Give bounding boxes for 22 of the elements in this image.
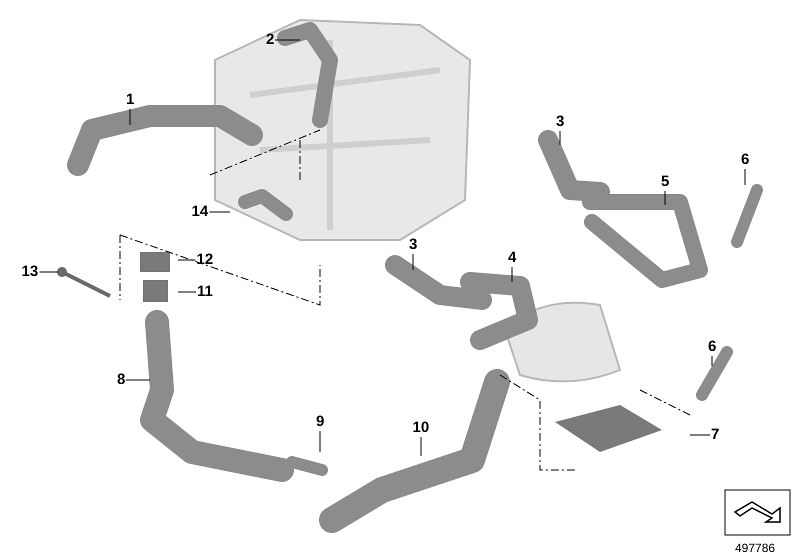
- callout-number: 8: [117, 372, 126, 388]
- callout-number: 5: [661, 174, 670, 190]
- callout-number: 6: [708, 339, 716, 355]
- callout-number: 11: [197, 284, 213, 300]
- callout-number: 7: [711, 427, 720, 443]
- leader-line: [420, 436, 422, 456]
- callout-number: 2: [266, 32, 274, 48]
- callout-number: 3: [556, 114, 564, 130]
- callout-number: 1: [126, 92, 134, 108]
- callout-number: 13: [22, 264, 38, 280]
- leader-line: [664, 190, 666, 206]
- callout-number: 12: [196, 252, 214, 268]
- callout-number: 14: [192, 204, 208, 220]
- callout-number: 3: [409, 237, 418, 253]
- leader-line: [744, 168, 746, 186]
- callout-number: 6: [741, 152, 750, 168]
- callout-number: 4: [508, 250, 516, 266]
- callout-number: 9: [316, 414, 324, 430]
- leader-line: [412, 254, 414, 270]
- callout-number: 10: [412, 420, 430, 436]
- leader-line: [690, 434, 710, 436]
- part-number: 497786: [735, 541, 776, 555]
